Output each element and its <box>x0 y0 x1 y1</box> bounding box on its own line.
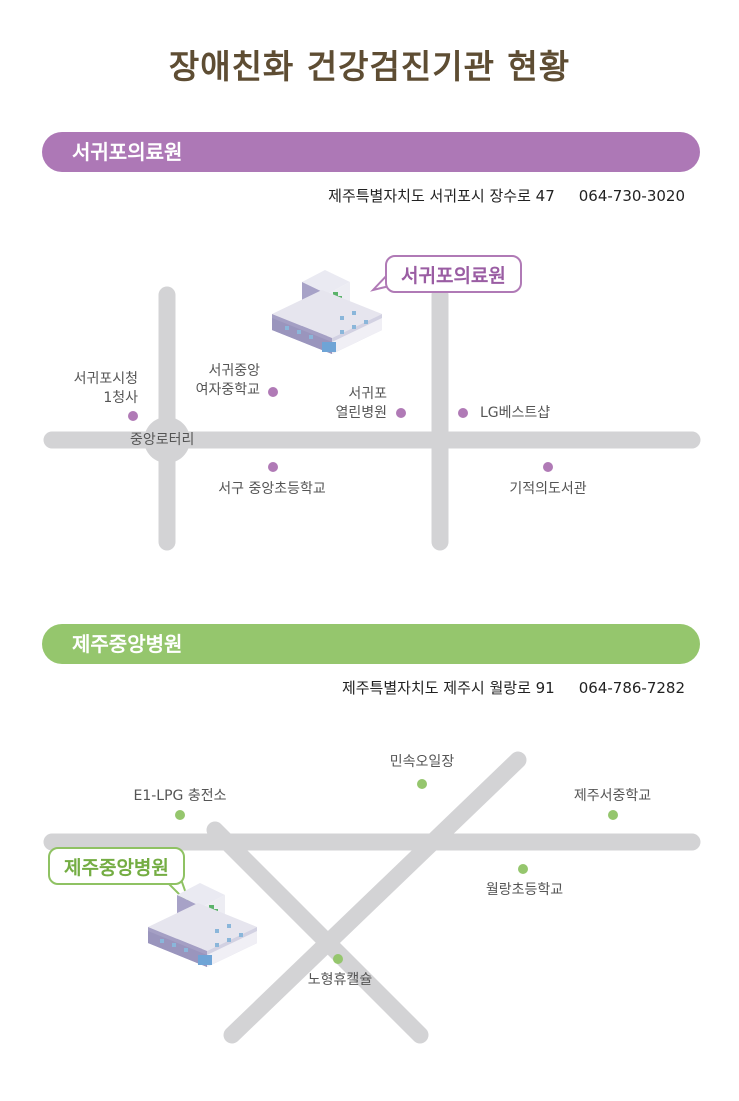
landmark-dot <box>396 408 406 418</box>
clinic-address-line: 제주특별자치도 서귀포시 장수로 47 064-730-3020 <box>328 185 685 206</box>
hospital-icon <box>148 883 257 967</box>
clinic-phone: 064-730-3020 <box>578 187 685 205</box>
landmark-dot <box>608 810 618 820</box>
landmark-dot <box>268 462 278 472</box>
landmark-dot <box>268 387 278 397</box>
clinic-banner-jeju: 제주중앙병원 <box>42 624 700 664</box>
landmark-label: 서귀중앙 여자중학교 <box>195 363 260 398</box>
landmark-label: 월랑초등학교 <box>485 882 564 898</box>
clinic-address-line: 제주특별자치도 제주시 월랑로 91 064-786-7282 <box>342 677 685 698</box>
clinic-name: 제주중앙병원 <box>72 632 183 656</box>
landmark-dot <box>458 408 468 418</box>
road-diagonal-up <box>223 751 527 1044</box>
landmark-label: 서귀포시청 1청사 <box>73 371 138 406</box>
clinic-name: 서귀포의료원 <box>72 140 183 164</box>
landmark-label: E1-LPG 충전소 <box>133 788 227 804</box>
clinic-address: 제주특별자치도 제주시 월랑로 91 <box>341 679 555 697</box>
hospital-callout: 제주중앙병원 <box>48 847 185 885</box>
clinic-phone: 064-786-7282 <box>578 679 685 697</box>
landmark-dot <box>518 864 528 874</box>
landmark-label: 노형휴캘슐 <box>307 972 373 988</box>
clinic-address: 제주특별자치도 서귀포시 장수로 47 <box>328 187 555 205</box>
landmark-label: 민속오일장 <box>389 754 455 770</box>
landmark-label: 서구 중앙초등학교 <box>218 481 326 497</box>
clinic-banner-seogwipo: 서귀포의료원 <box>42 132 700 172</box>
landmark-label: LG베스트샵 <box>480 405 551 421</box>
hospital-callout: 서귀포의료원 <box>385 255 522 293</box>
roundabout <box>144 417 190 463</box>
road-map <box>43 751 701 1044</box>
landmark-dot <box>175 810 185 820</box>
map-seogwipo: 서귀포의료원 서귀포시청 1청사 서귀중앙 여자중학교 서귀포 열린병원 LG베… <box>0 230 739 570</box>
hospital-icon <box>272 270 382 354</box>
map-jeju: 제주중앙병원 민속오일장 E1-LPG 충전소 제주서중학교 월랑초등학교 노형… <box>0 735 739 1065</box>
landmark-dot <box>417 779 427 789</box>
landmark-dot <box>128 411 138 421</box>
page-title: 장애친화 건강검진기관 현황 <box>168 47 571 86</box>
landmark-dot <box>543 462 553 472</box>
landmark-dot <box>333 954 343 964</box>
road-map <box>43 270 701 551</box>
roundabout-label: 중앙로터리 <box>130 432 195 448</box>
landmark-label: 제주서중학교 <box>573 788 652 804</box>
landmark-label: 서귀포 열린병원 <box>335 386 387 421</box>
road-diagonal-down <box>206 821 429 1044</box>
landmark-label: 기적의도서관 <box>509 481 587 497</box>
